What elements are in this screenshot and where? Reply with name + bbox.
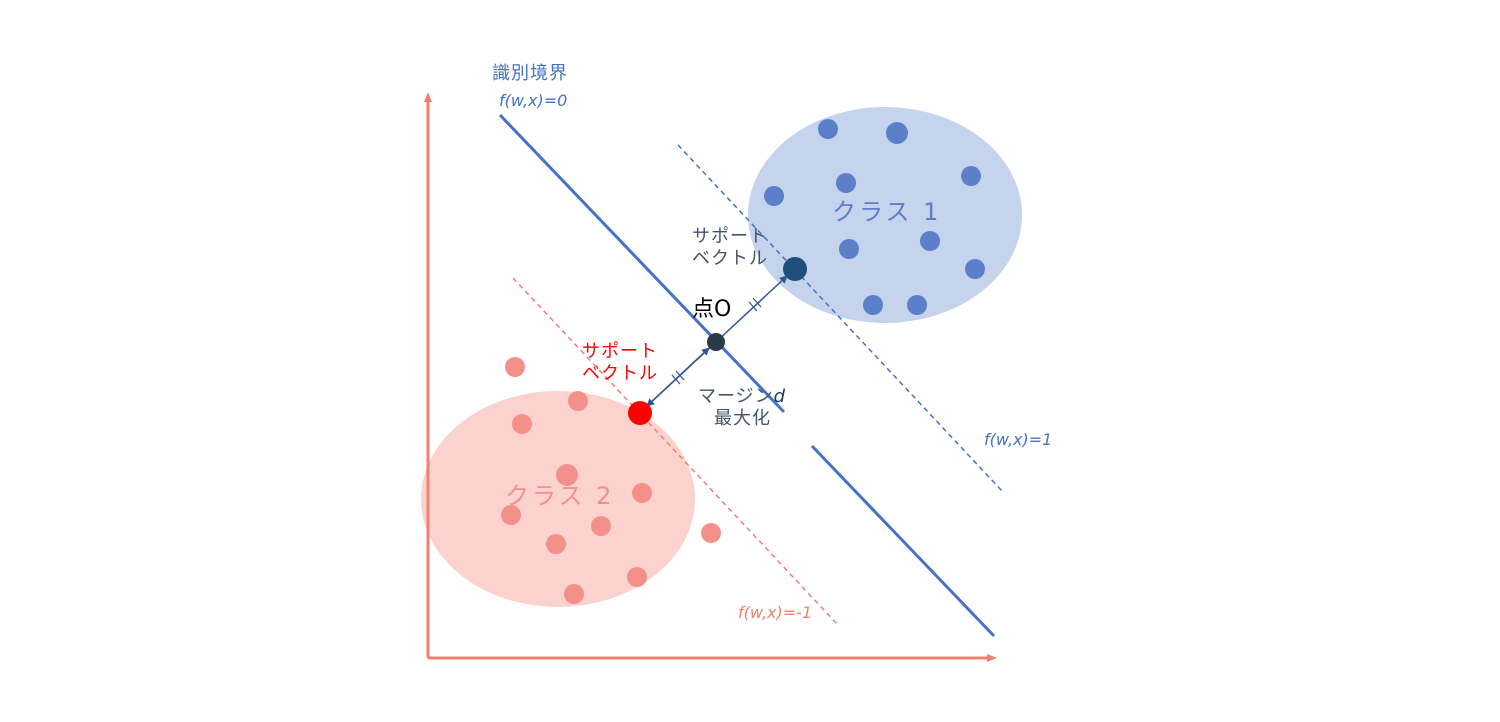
boundary-title: 識別境界: [492, 63, 568, 84]
class1-point: [764, 186, 784, 206]
class1-point: [818, 119, 838, 139]
support-vector-class2-label-line1: サポート: [582, 341, 658, 362]
class2-point: [556, 464, 578, 486]
class1-region: [748, 107, 1022, 323]
point-o-marker: [707, 333, 725, 351]
support-vector-class2: [628, 401, 652, 425]
support-vector-class1-label: サポート ベクトル: [692, 226, 768, 269]
class2-point: [627, 567, 647, 587]
support-vector-class2-label: サポート ベクトル: [582, 341, 658, 384]
class2-point: [568, 391, 588, 411]
class1-label: クラス 1: [832, 198, 942, 226]
margin-label-line2: 最大化: [714, 407, 771, 429]
class2-point: [701, 523, 721, 543]
class2-point: [512, 414, 532, 434]
class1-point: [965, 259, 985, 279]
margin-vector-from-class2: [646, 347, 710, 407]
class2-point: [501, 505, 521, 525]
boundary-equation: f(w,x)=0: [499, 91, 568, 110]
margin-label: マージンd 最大化: [698, 386, 786, 429]
class2-region: [421, 391, 695, 607]
support-vector-class1: [783, 257, 807, 281]
class1-point: [907, 295, 927, 315]
plus-margin-equation: f(w,x)=1: [984, 430, 1053, 449]
class1-points: [764, 119, 985, 315]
decision-boundary-upper: [498, 113, 786, 414]
class2-label: クラス 2: [505, 482, 615, 510]
class2-point: [591, 516, 611, 536]
class2-point: [564, 584, 584, 604]
class2-point: [632, 483, 652, 503]
class1-point: [863, 295, 883, 315]
equal-length-ticks: [671, 297, 762, 385]
class1-point: [961, 166, 981, 186]
class1-point: [836, 173, 856, 193]
support-vector-class1-label-line2: ベクトル: [692, 247, 768, 269]
class1-point: [839, 239, 859, 259]
minus-margin-equation: f(w,x)=-1: [738, 603, 813, 622]
margin-label-line1: マージンd: [698, 386, 786, 408]
class1-point: [886, 122, 908, 144]
margin-variable: d: [773, 386, 787, 407]
decision-boundary-lower: [810, 444, 996, 638]
class2-point: [505, 357, 525, 377]
support-vector-class1-label-line1: サポート: [692, 226, 768, 247]
support-vector-class2-label-line2: ベクトル: [582, 362, 658, 384]
margin-label-text: マージン: [698, 386, 774, 407]
class2-point: [546, 534, 566, 554]
class2-points: [501, 357, 721, 604]
plus-margin-line: [677, 144, 1004, 493]
class1-point: [920, 231, 940, 251]
minus-margin-line: [512, 277, 839, 626]
point-o-label: 点O: [692, 297, 732, 322]
margin-vector-to-class1: [715, 275, 788, 343]
